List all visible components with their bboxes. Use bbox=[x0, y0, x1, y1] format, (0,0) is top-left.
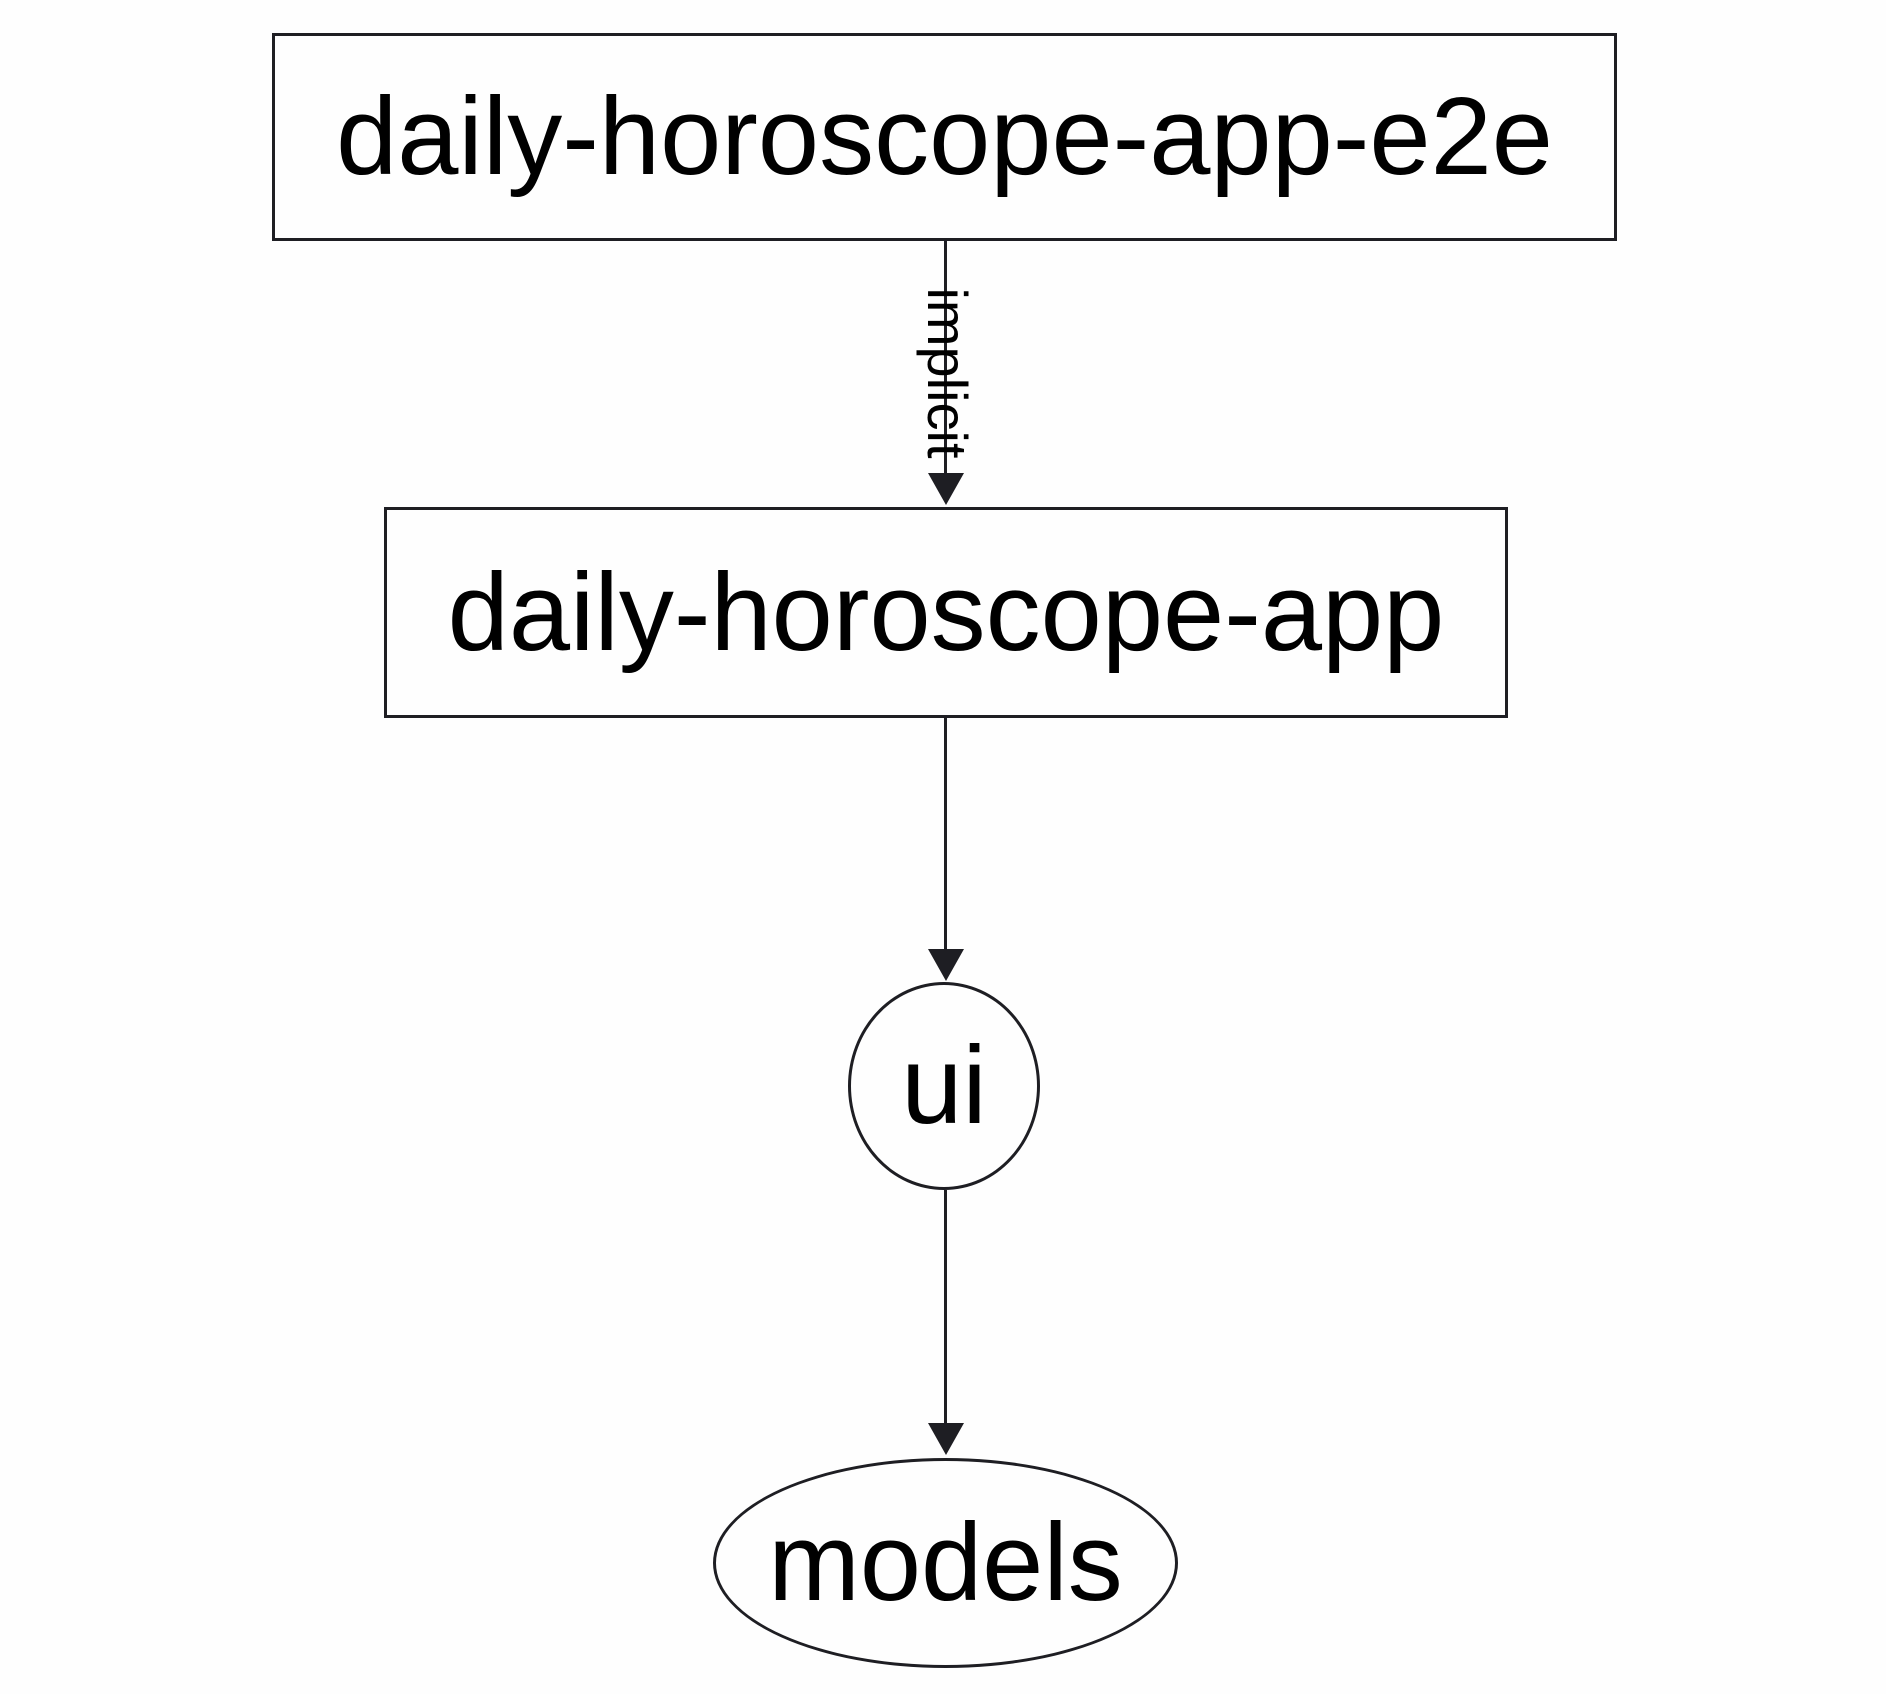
edge-ui-to-models-arrowhead-icon bbox=[928, 1423, 964, 1455]
node-ui-label: ui bbox=[901, 1024, 987, 1147]
edge-implicit-label: implicit bbox=[916, 287, 979, 459]
node-ui: ui bbox=[848, 982, 1040, 1190]
node-daily-horoscope-app: daily-horoscope-app bbox=[384, 507, 1508, 718]
edge-ui-to-models-line bbox=[944, 1190, 947, 1426]
edge-app-to-ui-arrowhead-icon bbox=[928, 949, 964, 981]
node-models-label: models bbox=[768, 1501, 1123, 1624]
edge-app-to-ui-line bbox=[944, 718, 947, 952]
node-models: models bbox=[713, 1458, 1178, 1668]
edge-implicit-line bbox=[944, 241, 947, 478]
node-daily-horoscope-app-e2e-label: daily-horoscope-app-e2e bbox=[336, 75, 1553, 198]
edge-implicit-arrowhead-icon bbox=[928, 473, 964, 505]
node-daily-horoscope-app-label: daily-horoscope-app bbox=[447, 550, 1445, 674]
node-daily-horoscope-app-e2e: daily-horoscope-app-e2e bbox=[272, 33, 1617, 241]
